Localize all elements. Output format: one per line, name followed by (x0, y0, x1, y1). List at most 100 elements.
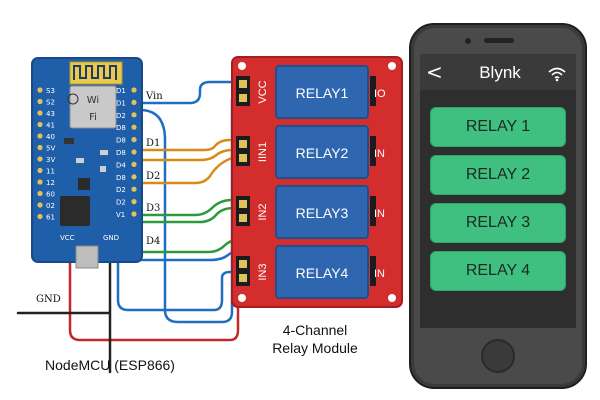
relay-1-button[interactable]: RELAY 1 (430, 107, 566, 147)
relay-output-terminal (370, 196, 376, 226)
board-right-pin-label: D8 (116, 149, 126, 157)
board-left-pin-label: 60 (46, 191, 55, 199)
wire-labels: Vin D1 D2 D3 D4 GND (36, 91, 163, 305)
board-left-pin-label: 41 (46, 122, 55, 130)
label-vin: Vin (145, 91, 163, 102)
wire-d3 (138, 198, 250, 217)
wire-d2 (138, 156, 250, 185)
board-right-pin-label: D2 (116, 186, 126, 194)
wire-d3b (138, 206, 250, 224)
board-right-pin-label: D1 (116, 87, 126, 95)
chip-label-bottom: Fi (89, 112, 97, 123)
board-left-pin-label: 5V (46, 145, 55, 153)
board-left-pin-label: 61 (46, 214, 55, 222)
board-left-pin (37, 156, 43, 162)
relay-input-pin (239, 80, 247, 88)
board-right-pin-label: V1 (116, 211, 125, 219)
board-right-pin (131, 186, 137, 192)
board-left-pin (37, 144, 43, 151)
back-button[interactable]: < (426, 60, 443, 84)
relay-input-pin (239, 154, 247, 162)
board-left-pin (37, 133, 43, 139)
board-left-pin (37, 167, 43, 174)
relay-output-terminal (370, 136, 376, 166)
relay-block (275, 65, 369, 119)
front-camera-icon (465, 38, 471, 44)
board-right-pin-label: D4 (116, 161, 126, 169)
relay-2-button[interactable]: RELAY 2 (430, 155, 566, 195)
board-right-pin-label: D2 (116, 112, 126, 120)
home-button[interactable] (481, 339, 515, 373)
wifi-logo-icon (67, 93, 79, 105)
board-left-pin (37, 98, 43, 105)
relay-output-terminal (370, 76, 376, 106)
board-right-pin (131, 174, 137, 180)
relay-side-label: IN (374, 148, 385, 160)
relay-pin-label: IIN1 (257, 142, 269, 162)
label-d4: D4 (146, 236, 160, 247)
relay-caption-line2: Relay Module (272, 340, 358, 356)
board-right-pin (131, 87, 137, 93)
board-right-pin (131, 112, 137, 118)
relay-input-pin (239, 140, 247, 148)
relay-side-label: IN (374, 268, 385, 280)
board-left-pin-label: 12 (46, 179, 55, 187)
board-right-pin-label: D2 (116, 199, 126, 207)
board-left-pin (37, 202, 43, 208)
wifi-icon (548, 67, 566, 82)
board-right-pin-label: D1 (116, 99, 126, 107)
relay-input-pin (239, 260, 247, 268)
label-gnd: GND (36, 294, 61, 305)
board-right-pin-label: D8 (116, 137, 126, 145)
board-left-pin (37, 179, 43, 185)
app-title: Blynk (479, 63, 521, 82)
board-left-pin-label: S3 (46, 87, 55, 95)
label-d1: D1 (146, 138, 160, 149)
relay-caption-line1: 4-Channel (283, 322, 348, 338)
relay-pin-label: IN2 (257, 203, 269, 220)
board-left-pin-label: 3V (46, 156, 55, 164)
board-caption: NodeMCU (ESP866) (45, 357, 175, 373)
board-right-pin (131, 211, 137, 217)
board-left-pin-label: 11 (46, 168, 55, 176)
relay-output-terminal (370, 256, 376, 286)
relay-input-pin (239, 274, 247, 282)
relay-4-button[interactable]: RELAY 4 (430, 251, 566, 291)
relay-pin-label: VCC (257, 80, 269, 103)
board-right-pin-label: D8 (116, 124, 126, 132)
relay-block (275, 185, 369, 239)
wire-d1b (138, 148, 250, 162)
board-right-pin (131, 99, 137, 105)
label-d3: D3 (146, 203, 160, 214)
wire-vin (138, 80, 250, 105)
relay-block-label: RELAY1 (296, 85, 349, 101)
relay-3-button[interactable]: RELAY 3 (430, 203, 566, 243)
board-left-pin (37, 213, 43, 220)
relay-block-label: RELAY4 (296, 265, 349, 281)
board-gnd-label: GND (103, 234, 119, 242)
board-left-pin (37, 121, 43, 128)
wire-gnd-black (16, 256, 112, 374)
board-left-pin (37, 87, 43, 93)
board-vcc-label: VCC (60, 234, 75, 242)
board-left-pin (37, 110, 43, 116)
relay-block-label: RELAY2 (296, 145, 349, 161)
board-right-pin (131, 149, 137, 155)
relay-input-pin (239, 94, 247, 102)
board-right-pin-label: D8 (116, 174, 126, 182)
relay-input-pin (239, 200, 247, 208)
relay-pin-label: IN3 (257, 263, 269, 280)
board-right-pin (131, 137, 137, 143)
relay-block-label: RELAY3 (296, 205, 349, 221)
speaker-grille (484, 38, 514, 43)
relay-input-pin (239, 214, 247, 222)
label-d2: D2 (146, 171, 160, 182)
board-left-pin-label: S2 (46, 99, 55, 107)
relay-block (275, 125, 369, 179)
board-right-pin (131, 199, 137, 205)
